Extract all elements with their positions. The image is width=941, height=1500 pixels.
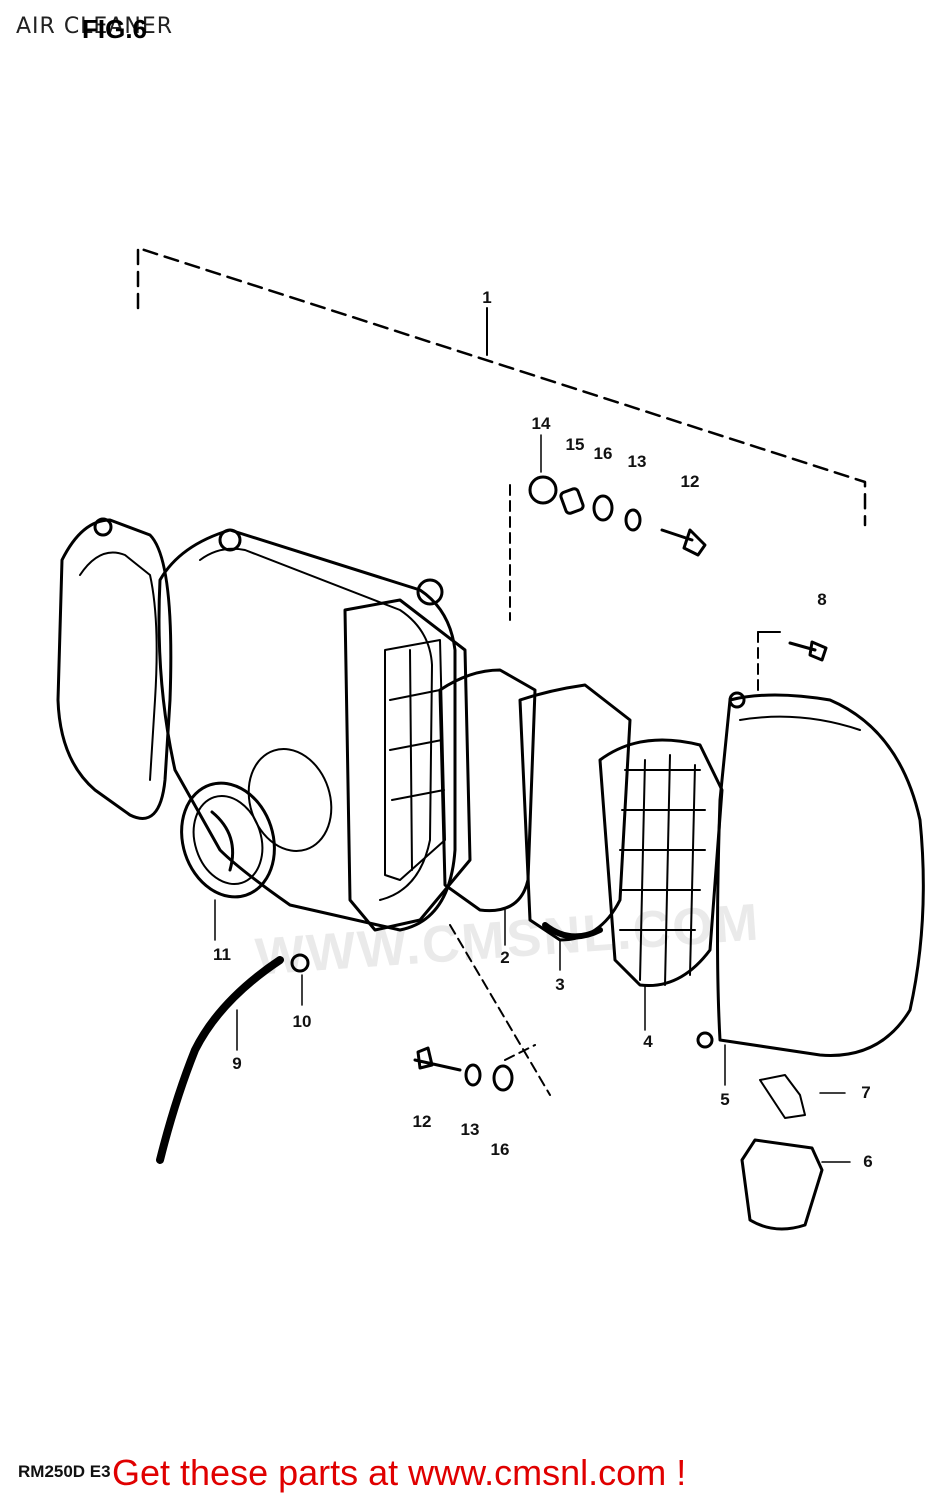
callout-12-top: 12 [680, 472, 700, 491]
lock-washer [624, 508, 642, 532]
figure-label: FIG.6 [82, 14, 148, 44]
callout-11: 11 [213, 945, 231, 964]
diagram-title: AIR CLEANER [16, 14, 174, 39]
callout-15: 15 [565, 435, 585, 454]
filter-cage-frame [343, 598, 472, 932]
callout-13-top: 13 [627, 452, 647, 471]
callout-6: 6 [863, 1152, 873, 1171]
callout-9: 9 [232, 1054, 242, 1073]
bolt [660, 528, 707, 557]
parts-link[interactable]: Get these parts at www.cmsnl.com ! [112, 1452, 687, 1493]
callout-16-top: 16 [593, 444, 613, 463]
callout-4: 4 [643, 1032, 653, 1051]
air-cleaner-cover [716, 693, 925, 1057]
drain-tube [156, 956, 284, 1164]
lower-lock-washer [464, 1063, 482, 1087]
model-code: RM250D E3 [18, 1462, 111, 1481]
intake-boot [56, 518, 173, 820]
lower-washer [492, 1064, 514, 1092]
callout-1: 1 [482, 288, 492, 307]
tube-clip [290, 953, 310, 973]
filter-cage [598, 738, 724, 988]
callout-8: 8 [817, 590, 827, 609]
intake-clamp [180, 781, 276, 899]
callout-5: 5 [720, 1090, 730, 1109]
callout-16-bottom: 16 [490, 1140, 510, 1159]
exploded-parts-diagram [56, 246, 925, 1231]
callout-12-bottom: 12 [412, 1112, 432, 1131]
lower-bolt [413, 1046, 462, 1072]
callout-3: 3 [555, 975, 565, 994]
filter-outer-element [518, 683, 632, 942]
collar [559, 487, 585, 515]
cover-screw [788, 640, 828, 662]
drain-cap [740, 1138, 824, 1231]
assembly-bracket [136, 246, 867, 527]
washer [592, 494, 614, 522]
callout-2: 2 [500, 948, 510, 967]
grommet [528, 475, 558, 505]
cap-clip [759, 1074, 806, 1119]
callout-7: 7 [861, 1083, 871, 1102]
callout-14: 14 [531, 414, 551, 433]
callout-13-bottom: 13 [460, 1120, 480, 1139]
callout-10: 10 [292, 1012, 312, 1031]
